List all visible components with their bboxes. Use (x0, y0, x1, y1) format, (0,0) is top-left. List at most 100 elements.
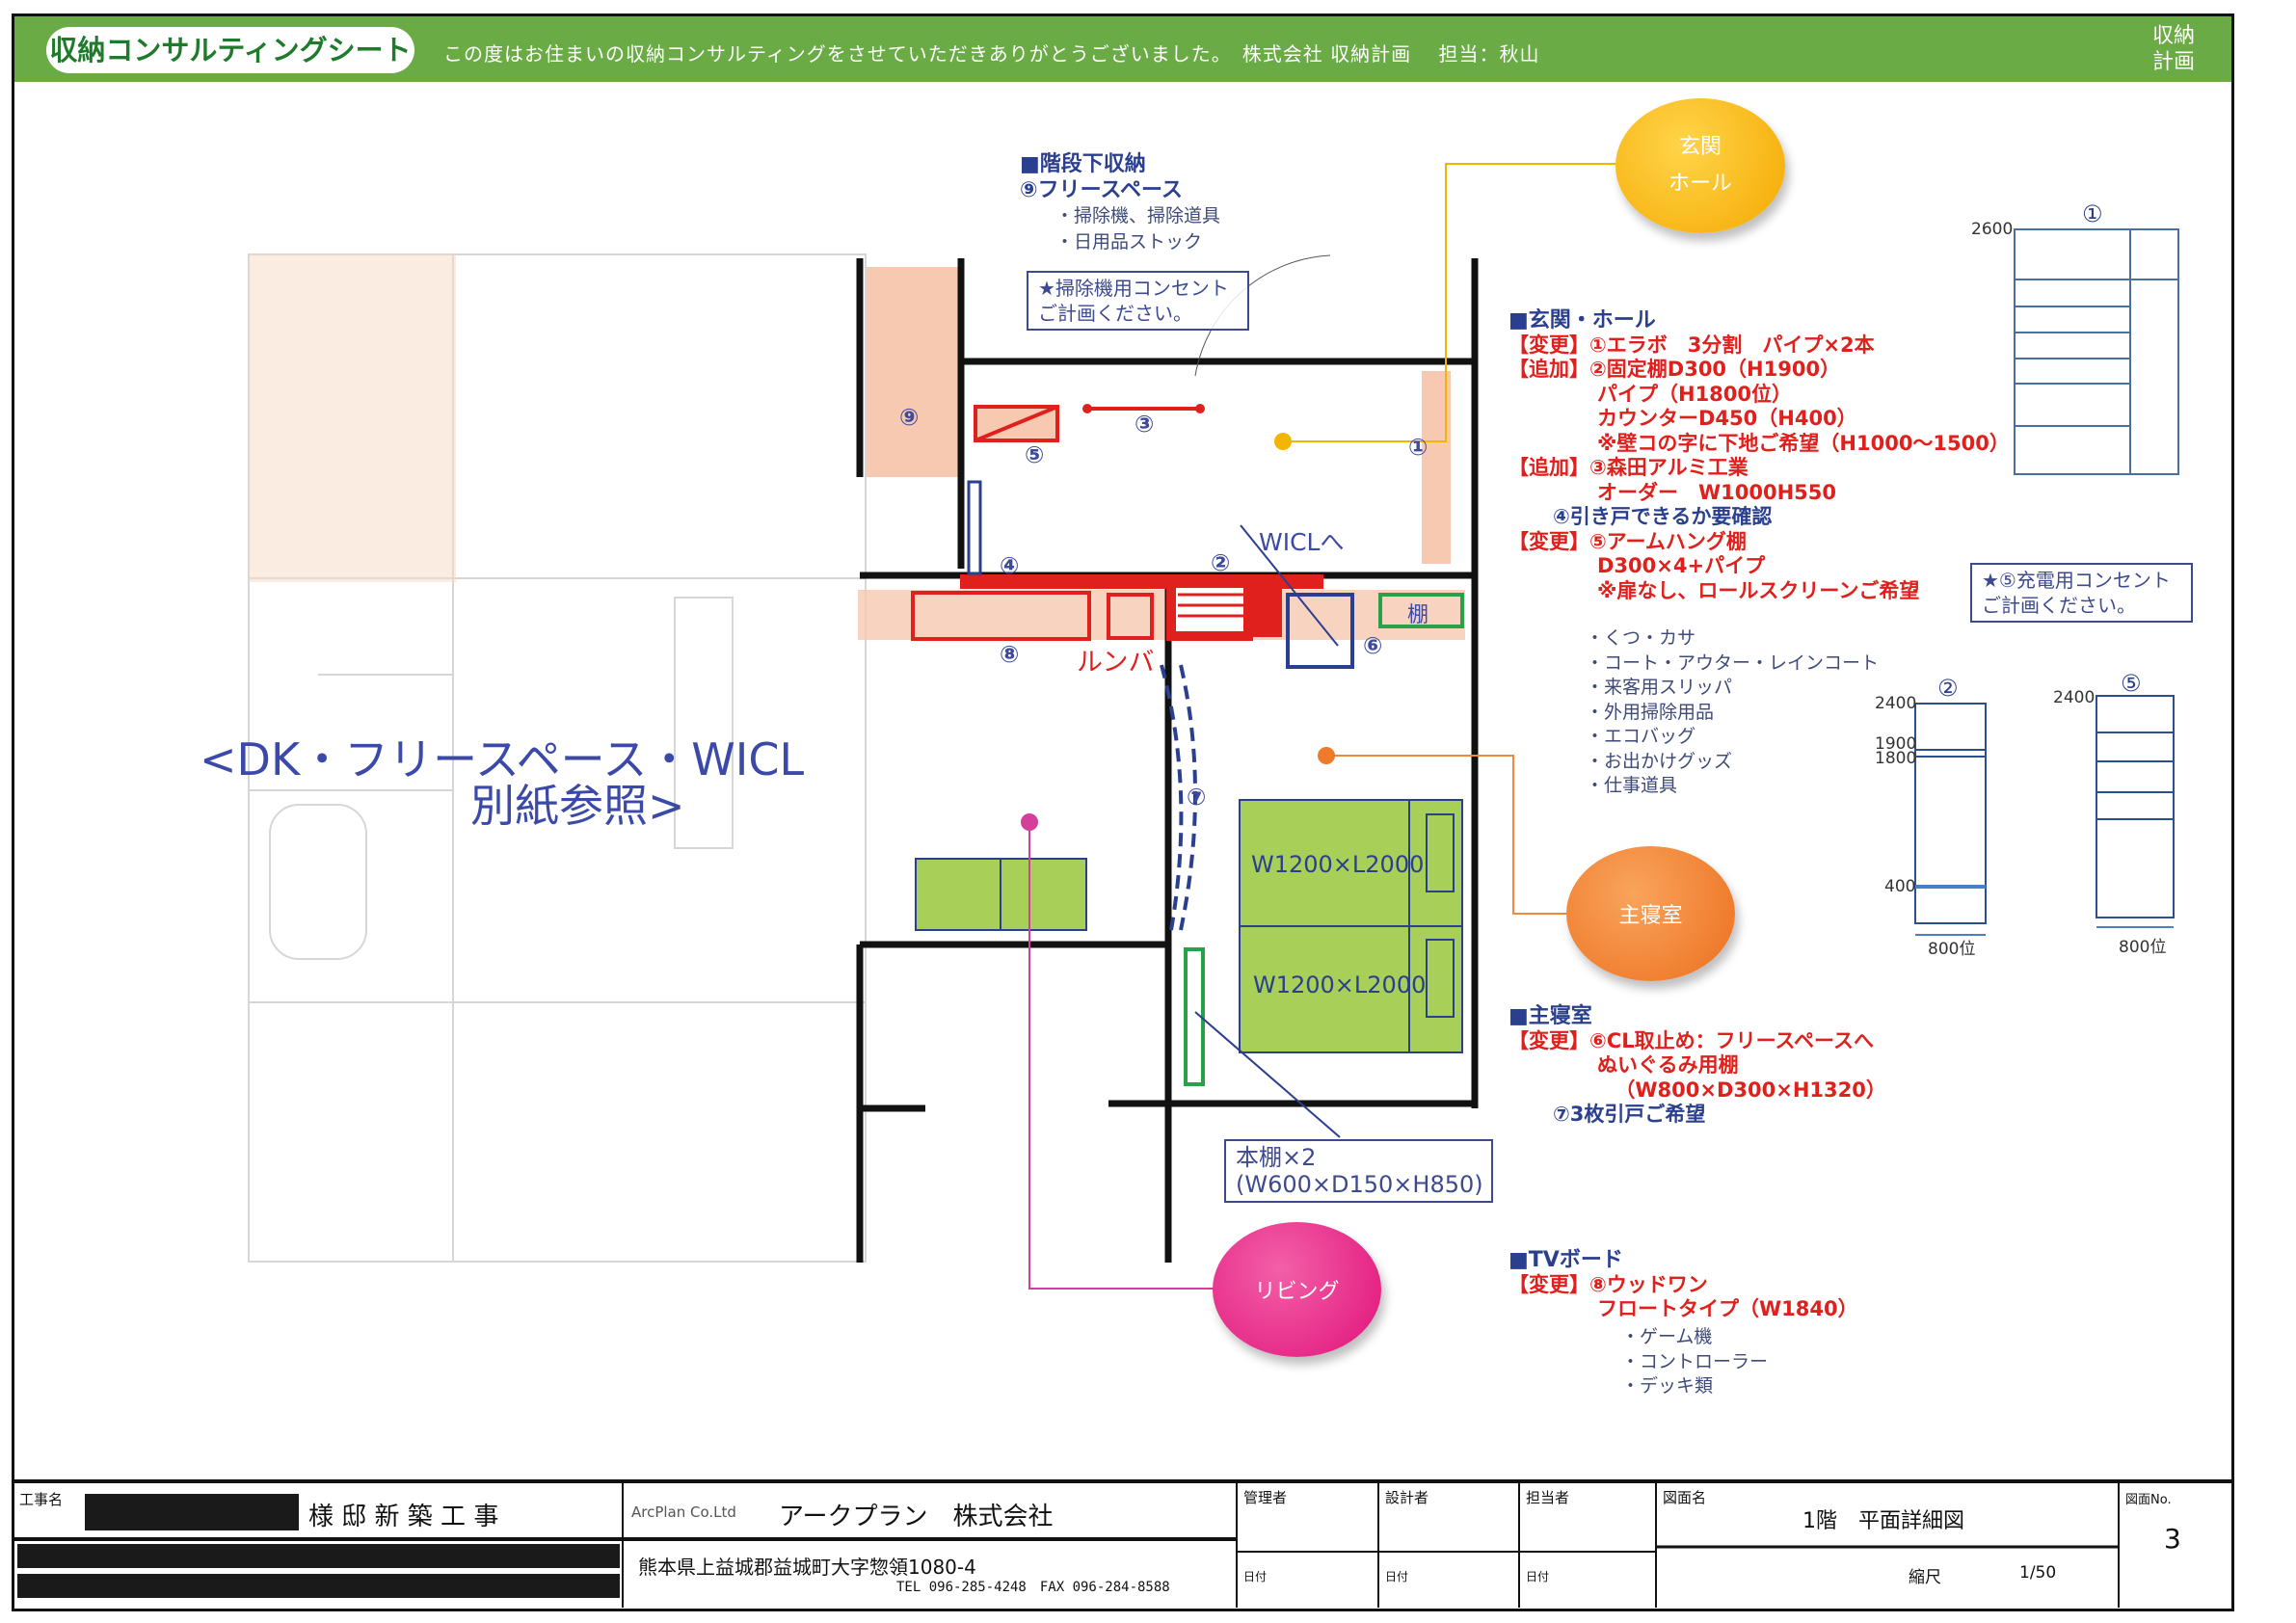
elevation-5-label: ⑤ (2121, 670, 2142, 697)
bed-2: W1200×L2000 (1253, 971, 1427, 998)
stairs-list-item: ・掃除機、掃除道具 (1055, 205, 1221, 226)
marker-6: ⑥ (1363, 632, 1383, 659)
entrance-items: ・くつ・カサ・コート・アウター・レインコート・来客用スリッパ・外用掃除用品・エコ… (1586, 626, 1879, 799)
entrance-note-line: 【変更】⑤アームハング棚 (1508, 530, 2010, 555)
company-phone: TEL 096-285-4248 FAX 096-284-8588 (896, 1580, 1170, 1595)
dim: 1900 (1875, 734, 1917, 754)
charging-outlet-note: ★⑤充電用コンセントご計画ください。 (1970, 563, 2193, 623)
brand-logo: 収納計画 (2151, 24, 2195, 74)
tv-items: ・ゲーム機・コントローラー・デッキ類 (1621, 1325, 1768, 1399)
storage-item: ・来客用スリッパ (1586, 677, 1733, 698)
entrance-note-line: ※扉なし、ロールスクリーンご希望 (1508, 579, 2010, 604)
tv-heading: ■TVボード (1508, 1248, 1623, 1272)
date-label: 日付 (1385, 1570, 1409, 1583)
header-message: この度はお住まいの収納コンサルティングをさせていただきありがとうございました。 … (443, 42, 1540, 66)
bubble-living: リビング (1213, 1222, 1381, 1357)
elevation-2 (1914, 703, 1987, 936)
change-tag: 【追加】 (1508, 358, 1589, 381)
note-text: ※壁コの字に下地ご希望（H1000～1500） (1597, 431, 2010, 455)
storage-item: ・くつ・カサ (1586, 627, 1696, 649)
tv-notes: ■TVボード【変更】⑧ウッドワンフロートタイプ（W1840） (1508, 1248, 1858, 1322)
note-text: D300×4+パイプ (1597, 554, 1766, 577)
entrance-note-line: カウンターD450（H400） (1508, 407, 2010, 432)
note-text: ⑦3枚引戸ご希望 (1553, 1103, 1706, 1126)
storage-item: ・お出かけグッズ (1586, 750, 1733, 772)
bubble-entrance: 玄関 ホール (1615, 98, 1785, 233)
date-label: 日付 (1526, 1570, 1550, 1583)
note-text: ⑧ウッドワン (1589, 1272, 1708, 1296)
drawing-name: 1階 平面詳細図 (1802, 1509, 1964, 1533)
entrance-note-line: D300×4+パイプ (1508, 554, 2010, 579)
sheet-title: 収納コンサルティングシート (46, 27, 414, 73)
marker-7: ⑦ (1187, 784, 1207, 811)
entrance-note-line: 【追加】③森田アルミ工業 (1508, 456, 2010, 481)
dim: 800位 (1928, 940, 1976, 959)
scale-value: 1/50 (2019, 1563, 2057, 1583)
change-tag: 【追加】 (1508, 456, 1589, 479)
stairs-heading: ■階段下収納 (1020, 152, 1146, 176)
dim: 1800 (1875, 749, 1917, 768)
stairs-item: ⑨フリースペース (1020, 178, 1183, 202)
dim: 800位 (2119, 938, 2167, 957)
drawing-no: 3 (2164, 1523, 2181, 1555)
bookshelf-note: 本棚×2(W600×D150×H850) (1224, 1139, 1493, 1203)
dim: 2400 (2053, 688, 2096, 707)
note-text: ※扉なし、ロールスクリーンご希望 (1597, 578, 1920, 602)
elevation-1-height: 2600 (1971, 220, 2014, 239)
storage-item: ・エコバッグ (1586, 726, 1696, 747)
scale-label: 縮尺 (1909, 1568, 1941, 1587)
sheet-frame (12, 13, 2234, 1611)
note-text: ⑤アームハング棚 (1589, 529, 1747, 553)
designer-label: 設計者 (1385, 1489, 1429, 1506)
shelf-label: 棚 (1407, 603, 1429, 627)
marker-1: ① (1408, 434, 1428, 461)
outlet-note: ★掃除機用コンセントご計画ください。 (1027, 271, 1249, 331)
marker-2: ② (1211, 549, 1231, 576)
storage-item: ・外用掃除用品 (1586, 701, 1715, 723)
dim: 400 (1884, 877, 1916, 896)
entrance-note-line: 【変更】①エラボ 3分割 パイプ×2本 (1508, 333, 2010, 359)
bedroom-heading: ■主寝室 (1508, 1004, 1592, 1028)
marker-3: ③ (1135, 411, 1155, 438)
company-address: 熊本県上益城郡益城町大字惣領1080-4 (638, 1556, 976, 1579)
entrance-note-line: ④引き戸できるか要確認 (1508, 505, 2010, 530)
stairs-list-item: ・日用品ストック (1055, 231, 1203, 253)
entrance-notes: ■玄関・ホール【変更】①エラボ 3分割 パイプ×2本【追加】②固定棚D300（H… (1508, 308, 2010, 603)
entrance-note-line: 【追加】②固定棚D300（H1900） (1508, 358, 2010, 383)
elevation-5 (2096, 695, 2175, 928)
entrance-note-line: オーダー W1000H550 (1508, 481, 2010, 506)
company-name: アークプラン 株式会社 (779, 1503, 1054, 1531)
note-text: ③森田アルミ工業 (1589, 456, 1749, 479)
manager-label: 管理者 (1243, 1489, 1288, 1506)
note-text: オーダー W1000H550 (1597, 480, 1837, 504)
change-tag: 【変更】 (1508, 333, 1589, 357)
reference-note-2: 別紙参照> (470, 780, 685, 832)
note-text: （W800×D300×H1320） (1615, 1078, 1886, 1102)
elevation-2-label: ② (1937, 675, 1959, 702)
storage-item: ・デッキ類 (1621, 1375, 1714, 1397)
entrance-note-line: パイプ（H1800位） (1508, 383, 2010, 408)
staff-label: 担当者 (1526, 1489, 1570, 1506)
tv-note-line: フロートタイプ（W1840） (1508, 1297, 1858, 1322)
elevation-1-label: ① (2082, 200, 2103, 227)
note-text: ④引き戸できるか要確認 (1553, 505, 1773, 528)
bed-1: W1200×L2000 (1251, 851, 1425, 878)
storage-item: ・仕事道具 (1586, 775, 1678, 796)
note-text: パイプ（H1800位） (1597, 382, 1793, 406)
dim: 2400 (1875, 694, 1917, 713)
marker-9: ⑨ (899, 404, 920, 431)
marker-4: ④ (1000, 552, 1020, 579)
drawing-no-label: 図面No. (2125, 1493, 2172, 1507)
reference-note: <DK・フリースペース・WICL (200, 733, 805, 785)
roomba-base (1107, 593, 1154, 640)
tv-board (911, 591, 1091, 641)
note-text: フロートタイプ（W1840） (1597, 1297, 1858, 1320)
wicl-label: WICLへ (1259, 528, 1345, 556)
bubble-bedroom: 主寝室 (1566, 846, 1735, 981)
bedroom-note-line: 【変更】⑥CL取止め：フリースペースへ (1508, 1029, 1886, 1054)
date-label: 日付 (1243, 1570, 1268, 1583)
note-text: カウンターD450（H400） (1597, 407, 1857, 430)
entrance-note-line: ※壁コの字に下地ご希望（H1000～1500） (1508, 432, 2010, 457)
bedroom-note-line: ぬいぐるみ用棚 (1508, 1053, 1886, 1078)
